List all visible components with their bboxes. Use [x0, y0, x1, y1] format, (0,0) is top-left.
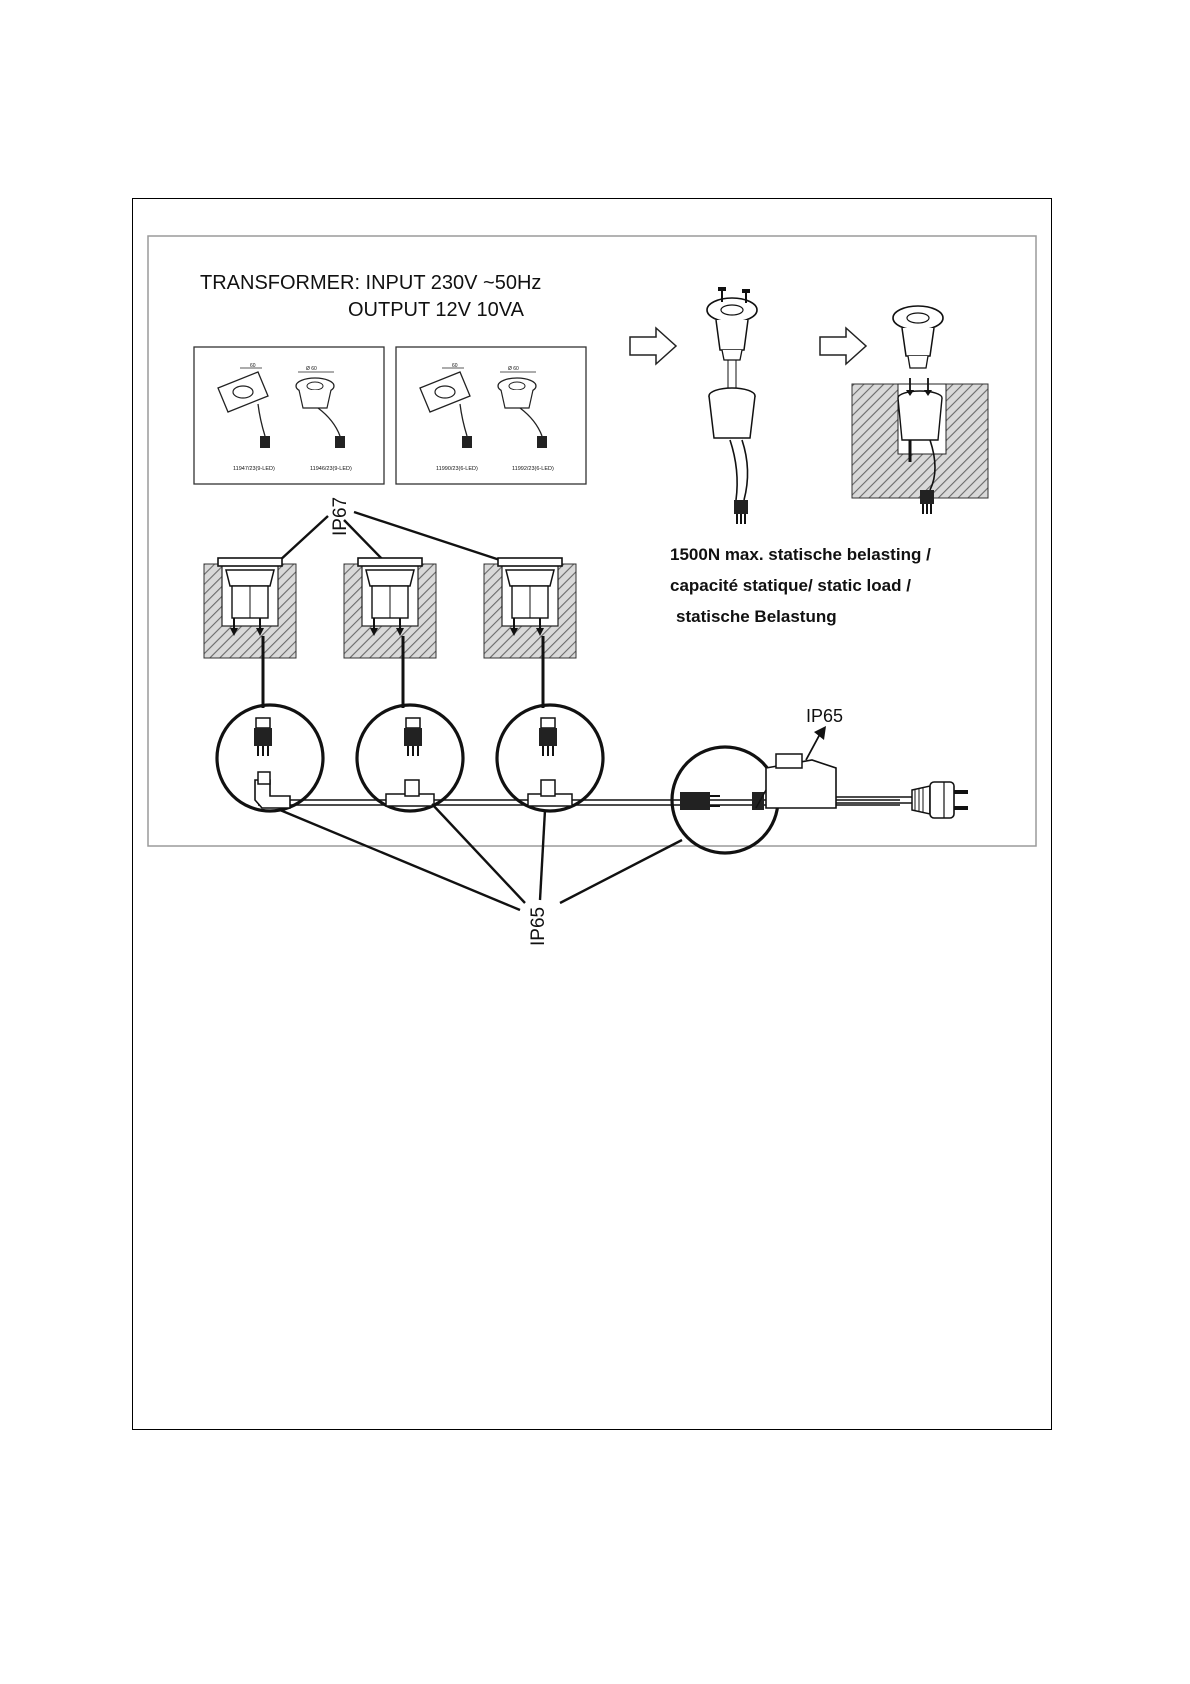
ip67-label: IP67: [330, 497, 351, 536]
ip65-top-label: IP65: [806, 706, 843, 726]
ground-fixture-3: [484, 558, 576, 658]
product-code-1: 11947/23(9-LED): [233, 466, 275, 472]
dim-label-3: 60: [452, 363, 458, 369]
dim-label-2: Ø 60: [306, 366, 317, 372]
transformer-output-text: OUTPUT 12V 10VA: [348, 299, 525, 321]
load-text-line2: capacité statique/ static load /: [670, 576, 911, 595]
load-text-line1: 1500N max. statische belasting /: [670, 545, 931, 564]
transformer-input-text: TRANSFORMER: INPUT 230V ~50Hz: [200, 272, 541, 294]
dim-label-4: Ø 60: [508, 366, 519, 372]
ground-fixture-1: [204, 558, 296, 658]
ip65-bottom-label: IP65: [528, 907, 549, 946]
edge-fragment: IP65: [1031, 917, 1048, 950]
product-code-4: 11992/23(6-LED): [512, 466, 554, 472]
load-text-line3: statische Belastung: [676, 607, 837, 626]
dim-label-1: 60: [250, 363, 256, 369]
product-code-2: 11946/23(9-LED): [310, 466, 352, 472]
product-box-right: Ø 60 11990/23(6-LED) 11992/23(6-LED) 60: [396, 347, 586, 484]
ground-fixture-2: [344, 558, 436, 658]
product-box-left: Ø 60 11947/23(9-LED) 11946/23(9-LED) 60: [194, 347, 384, 484]
product-code-3: 11990/23(6-LED): [436, 466, 478, 472]
svg-text:IP65: IP65: [1031, 917, 1048, 950]
ip65-leader-4: [560, 840, 682, 903]
